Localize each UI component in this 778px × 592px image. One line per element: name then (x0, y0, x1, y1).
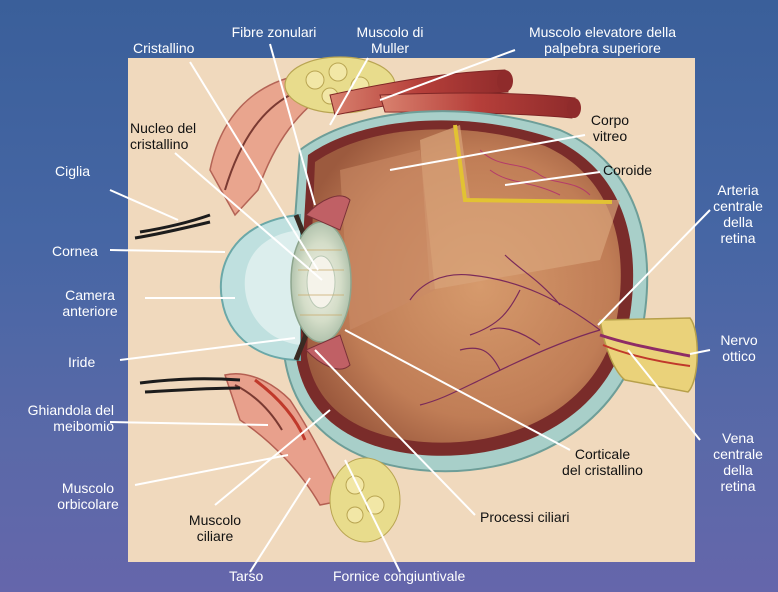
leader-orbicolare (135, 455, 288, 485)
label-iride: Iride (68, 354, 95, 370)
label-ciglia: Ciglia (55, 163, 90, 179)
label-coroide: Coroide (603, 162, 652, 178)
label-cornea: Cornea (52, 243, 98, 259)
label-cristallino: Cristallino (133, 40, 194, 56)
leader-ciglia (110, 190, 178, 220)
label-processi-ciliari: Processi ciliari (480, 509, 569, 525)
leader-cornea (110, 250, 225, 252)
label-fibre-zonulari: Fibre zonulari (218, 24, 330, 40)
label-fornice-congiuntivale: Fornice congiuntivale (333, 568, 465, 584)
label-tarso: Tarso (229, 568, 263, 584)
